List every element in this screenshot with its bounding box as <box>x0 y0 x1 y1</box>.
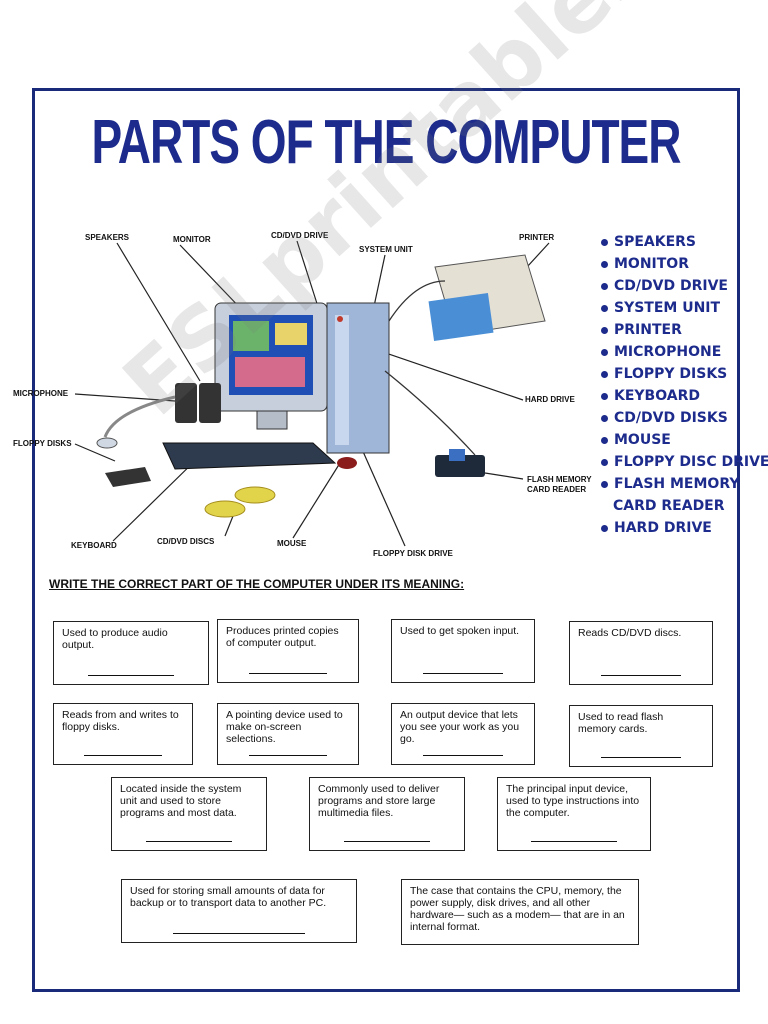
bullet-icon <box>601 304 608 312</box>
label-card-reader: CARD READER <box>527 485 587 494</box>
bullet-icon <box>601 238 608 246</box>
label-cd-dvd-discs: CD/DVD DISCS <box>157 537 215 546</box>
answer-line[interactable] <box>145 841 233 842</box>
definition-box[interactable]: Reads from and writes to floppy disks. <box>53 703 193 765</box>
word-bank-item: FLOPPY DISC DRIVE <box>601 451 768 473</box>
exercise-instruction: WRITE THE CORRECT PART OF THE COMPUTER U… <box>49 577 465 591</box>
answer-line[interactable] <box>423 673 503 674</box>
computer-diagram: SPEAKERS MONITOR CD/DVD DRIVE SYSTEM UNI… <box>13 211 605 571</box>
word-bank-item: PRINTER <box>601 319 768 341</box>
word-bank-item: CD/DVD DRIVE <box>601 275 768 297</box>
definition-box[interactable]: Produces printed copies of computer outp… <box>217 619 359 683</box>
bullet-icon <box>601 370 608 378</box>
worksheet-title: PARTS OF THE COMPUTER <box>91 106 682 177</box>
bullet-icon <box>601 392 608 400</box>
answer-line[interactable] <box>531 841 617 842</box>
computer-illustration <box>74 240 550 547</box>
bullet-icon <box>601 458 608 466</box>
label-speakers: SPEAKERS <box>85 233 130 242</box>
definition-box[interactable]: Located inside the system unit and used … <box>111 777 267 851</box>
label-cd-dvd-drive: CD/DVD DRIVE <box>271 231 329 240</box>
definition-box[interactable]: Used to produce audio output. <box>53 621 209 685</box>
bullet-icon <box>601 326 608 334</box>
label-flash-memory: FLASH MEMORY <box>527 475 592 484</box>
definition-box[interactable]: Used to get spoken input. <box>391 619 535 683</box>
label-hard-drive: HARD DRIVE <box>525 395 575 404</box>
answer-line[interactable] <box>87 675 175 676</box>
parts-word-bank: SPEAKERS MONITOR CD/DVD DRIVE SYSTEM UNI… <box>601 231 768 539</box>
word-bank-item: MOUSE <box>601 429 768 451</box>
answer-line[interactable] <box>248 755 328 756</box>
bullet-icon <box>601 260 608 268</box>
word-bank-item: HARD DRIVE <box>601 517 768 539</box>
definition-box[interactable]: A pointing device used to make on-screen… <box>217 703 359 765</box>
label-keyboard: KEYBOARD <box>71 541 117 550</box>
bullet-icon <box>601 436 608 444</box>
answer-line[interactable] <box>173 933 305 934</box>
definition-box[interactable]: Used to read flash memory cards. <box>569 705 713 767</box>
label-mouse: MOUSE <box>277 539 307 548</box>
word-bank-item: SPEAKERS <box>601 231 768 253</box>
answer-line[interactable] <box>84 755 162 756</box>
definition-box[interactable]: An output device that lets you see your … <box>391 703 535 765</box>
worksheet-frame: PARTS OF THE COMPUTER <box>13 0 768 992</box>
bullet-icon <box>601 524 608 532</box>
definition-box[interactable]: Reads CD/DVD discs. <box>569 621 713 685</box>
word-bank-item: CD/DVD DISKS <box>601 407 768 429</box>
label-floppy-disk-drive: FLOPPY DISK DRIVE <box>373 549 453 558</box>
word-bank-item: SYSTEM UNIT <box>601 297 768 319</box>
answer-line[interactable] <box>423 755 503 756</box>
answer-line[interactable] <box>343 841 431 842</box>
bullet-icon <box>601 348 608 356</box>
answer-line[interactable] <box>248 673 328 674</box>
word-bank-item: KEYBOARD <box>601 385 768 407</box>
word-bank-item: MICROPHONE <box>601 341 768 363</box>
answer-line[interactable] <box>601 757 681 758</box>
word-bank-item: FLASH MEMORY <box>601 473 768 495</box>
definition-box[interactable]: The case that contains the CPU, memory, … <box>401 879 639 945</box>
definition-box[interactable]: The principal input device, used to type… <box>497 777 651 851</box>
label-monitor: MONITOR <box>173 235 211 244</box>
label-floppy-disks: FLOPPY DISKS <box>13 439 72 448</box>
definition-box[interactable]: Used for storing small amounts of data f… <box>121 879 357 943</box>
bullet-icon <box>601 282 608 290</box>
bullet-icon <box>601 480 608 488</box>
label-printer: PRINTER <box>519 233 555 242</box>
label-system-unit: SYSTEM UNIT <box>359 245 413 254</box>
word-bank-item: CARD READER <box>613 498 725 514</box>
answer-line[interactable] <box>601 675 681 676</box>
word-bank-item: FLOPPY DISKS <box>601 363 768 385</box>
word-bank-item: MONITOR <box>601 253 768 275</box>
definition-box[interactable]: Commonly used to deliver programs and st… <box>309 777 465 851</box>
label-microphone: MICROPHONE <box>13 389 69 398</box>
bullet-icon <box>601 414 608 422</box>
